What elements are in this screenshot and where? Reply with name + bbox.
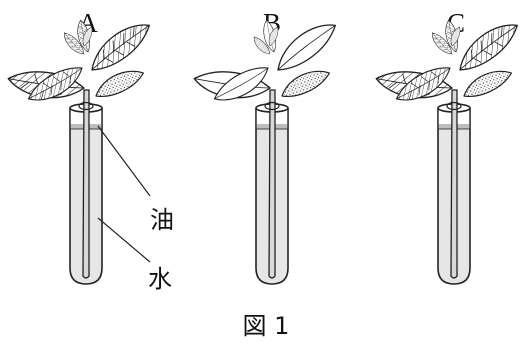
oil-leader-line [98,126,150,196]
water-leader-line [98,218,150,262]
leaves-b [192,18,344,107]
setup-b [192,18,344,284]
water-label: 水 [148,265,172,293]
leaves-a [6,18,158,107]
oil-label: 油 [150,206,174,234]
setup-a [6,18,158,284]
leaves-c [374,18,526,107]
figure-caption: 図 1 [243,312,290,340]
setup-c [374,18,526,284]
